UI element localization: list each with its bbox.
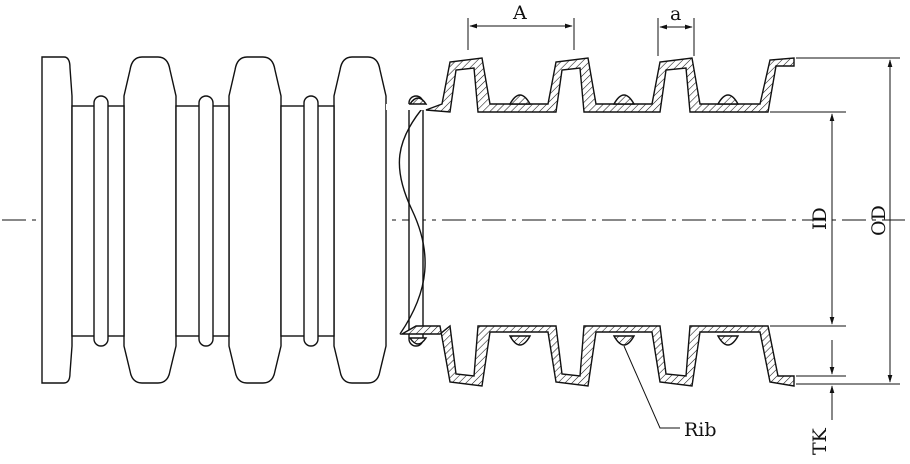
rib-ring <box>198 95 214 347</box>
dimension-outer-diameter <box>796 57 900 385</box>
inner-diameter-label: ID <box>809 207 831 230</box>
dimension-pitch <box>467 18 575 50</box>
corrugation-crest-3 <box>333 56 387 384</box>
rib <box>716 94 740 105</box>
rib-ring <box>303 95 319 347</box>
thickness-label: TK <box>809 427 831 455</box>
dimension-inner-diameter <box>770 111 846 327</box>
crest-width-label: a <box>670 3 681 25</box>
bottom-wall-section <box>399 324 795 387</box>
outer-diameter-label: OD <box>868 205 890 236</box>
rib-label: Rib <box>684 419 717 441</box>
pipe-exterior-view <box>41 56 424 384</box>
dimension-crest-width <box>657 18 695 56</box>
pitch-label: A <box>512 2 527 24</box>
top-wall-section <box>425 57 795 113</box>
rib <box>508 94 532 105</box>
rib <box>612 94 636 105</box>
rib <box>612 335 636 346</box>
rib-leader-line <box>623 345 680 429</box>
rib-ring <box>93 95 109 347</box>
break-line <box>398 103 427 335</box>
rib <box>508 335 532 346</box>
rib <box>408 337 428 345</box>
rib <box>408 97 428 105</box>
corrugation-crest-1 <box>123 56 177 384</box>
corrugation-crest-2 <box>228 56 282 384</box>
dimension-thickness <box>796 340 846 420</box>
rib <box>716 335 740 346</box>
